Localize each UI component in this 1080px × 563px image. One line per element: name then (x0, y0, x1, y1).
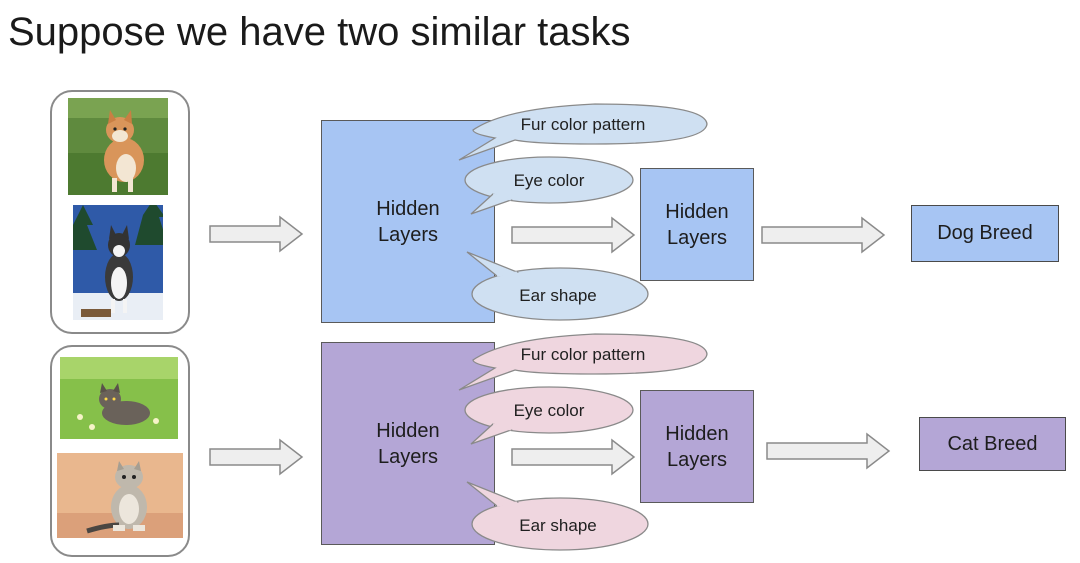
dog-output-arrow (761, 216, 886, 254)
dog-feature-fur-label: Fur color pattern (521, 115, 646, 134)
dog-feature-bubbles: Fur color pattern Eye color Ear shape (458, 103, 708, 321)
cat-input-arrow (209, 438, 304, 476)
cat-bubble-ear: Ear shape (466, 481, 649, 551)
dog-feature-eye-label: Eye color (514, 171, 585, 190)
cat-feature-ear-label: Ear shape (519, 516, 597, 535)
dog-input-arrow (209, 215, 304, 253)
cat-feature-eye-label: Eye color (514, 401, 585, 420)
cat-breed-output: Cat Breed (919, 417, 1066, 471)
dog-middle-arrow (511, 216, 636, 254)
dog-bubble-ear: Ear shape (466, 251, 649, 321)
husky-dog-photo (73, 205, 163, 320)
cat-middle-arrow (511, 438, 636, 476)
slide-title: Suppose we have two similar tasks (8, 10, 631, 54)
kitten-grass-photo (60, 357, 178, 439)
shiba-dog-photo (68, 98, 168, 195)
dog-breed-output: Dog Breed (911, 205, 1059, 262)
cat-hidden-layers-1: Hidden Layers (321, 342, 495, 545)
cat-bubble-eye: Eye color (464, 386, 634, 445)
cat-bubble-fur: Fur color pattern (458, 333, 708, 391)
cat-hidden-layers-2: Hidden Layers (640, 390, 754, 503)
dog-feature-ear-label: Ear shape (519, 286, 597, 305)
dog-hidden-layers-2: Hidden Layers (640, 168, 754, 281)
dog-hidden-layers-1: Hidden Layers (321, 120, 495, 323)
cat-feature-bubbles: Fur color pattern Eye color Ear shape (458, 333, 708, 551)
dog-bubble-eye: Eye color (464, 156, 634, 215)
sitting-cat-photo (57, 453, 183, 538)
cat-output-arrow (766, 432, 891, 470)
dog-bubble-fur: Fur color pattern (458, 103, 708, 161)
cat-feature-fur-label: Fur color pattern (521, 345, 646, 364)
